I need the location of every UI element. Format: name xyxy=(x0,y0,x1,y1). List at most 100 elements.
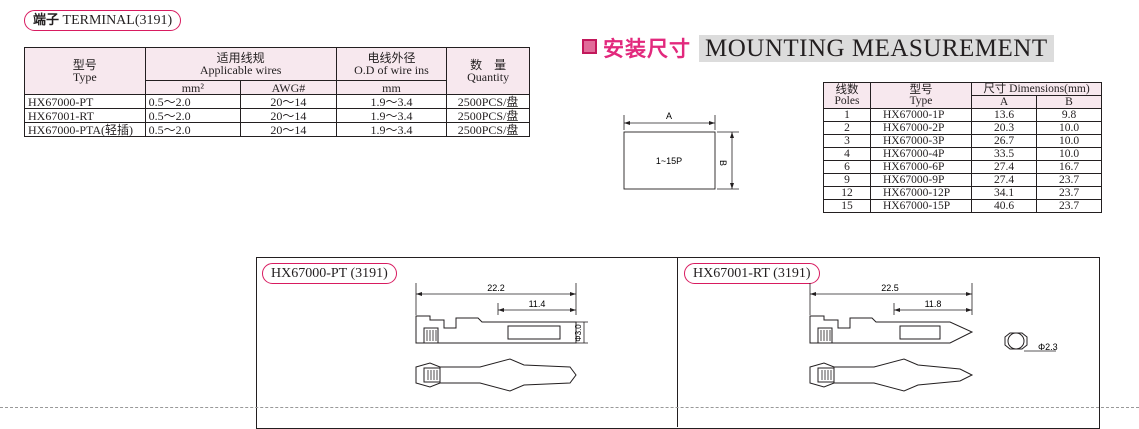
cell-awg: 20～14 xyxy=(240,122,337,137)
cell-a: 27.4 xyxy=(971,160,1037,174)
table-row: HX67000-PT 0.5～2.0 20～14 1.9～3.4 2500PCS… xyxy=(24,94,530,109)
col-type: 型号 Type xyxy=(870,82,972,109)
rt-overall-dim: 22.5 xyxy=(881,283,899,293)
cell-type: HX67000-15P xyxy=(870,199,972,213)
cell-poles: 1 xyxy=(823,108,871,122)
rt-diameter-dim: Φ2.3 xyxy=(1038,342,1058,352)
cell-b: 23.7 xyxy=(1036,173,1102,187)
cell-mm2: 0.5～2.0 xyxy=(144,122,242,137)
cell-a: 34.1 xyxy=(971,186,1037,200)
col-wires: 适用线规 Applicable wires xyxy=(144,47,337,81)
col-type-cn: 型号 xyxy=(72,58,97,72)
cell-a: 26.7 xyxy=(971,134,1037,148)
cell-od: 1.9～3.4 xyxy=(335,94,448,109)
rt-drawing-title-text: HX67001-RT (3191) xyxy=(693,266,811,281)
cell-qty: 2500PCS/盘 xyxy=(446,108,530,123)
dim-a-label: A xyxy=(666,111,672,121)
rt-terminal-drawing: 22.5 11.8 Φ2.3 xyxy=(809,283,1058,392)
col-mm2: mm² xyxy=(144,80,242,95)
cell-od: 1.9～3.4 xyxy=(335,108,448,123)
cell-poles: 4 xyxy=(823,147,871,161)
pt-overall-dim: 22.2 xyxy=(487,283,505,293)
table-row: HX67000-PTA(轻插) 0.5～2.0 20～14 1.9～3.4 25… xyxy=(24,122,530,137)
pt-drawing-title-text: HX67000-PT (3191) xyxy=(271,266,388,281)
cell-poles: 12 xyxy=(823,186,871,200)
cell-b: 23.7 xyxy=(1036,199,1102,213)
square-bullet-icon xyxy=(582,39,597,54)
cell-awg: 20～14 xyxy=(240,94,337,109)
cell-type: HX67000-12P xyxy=(870,186,972,200)
col-poles-en: Poles xyxy=(834,94,860,107)
terminal-table: 型号 Type 适用线规 Applicable wires 电线外径 O.D o… xyxy=(24,47,530,137)
cell-type: HX67000-9P xyxy=(870,173,972,187)
col-qty: 数 量 Quantity xyxy=(446,47,530,95)
cell-mm2: 0.5～2.0 xyxy=(144,94,242,109)
cell-qty: 2500PCS/盘 xyxy=(446,122,530,137)
cell-b: 23.7 xyxy=(1036,186,1102,200)
cell-type: HX67000-PT xyxy=(24,94,146,109)
col-awg: AWG# xyxy=(240,80,337,95)
cell-qty: 2500PCS/盘 xyxy=(446,94,530,109)
cell-a: 20.3 xyxy=(971,121,1037,135)
col-poles-cn: 线数 xyxy=(835,83,859,96)
col-type-en: Type xyxy=(909,94,933,107)
cell-type: HX67000-4P xyxy=(870,147,972,161)
terminal-title-cn: 端子 xyxy=(33,13,60,28)
cell-awg: 20～14 xyxy=(240,108,337,123)
cell-poles: 3 xyxy=(823,134,871,148)
cell-poles: 9 xyxy=(823,173,871,187)
cell-type: HX67000-3P xyxy=(870,134,972,148)
cell-b: 10.0 xyxy=(1036,121,1102,135)
mounting-title-en: MOUNTING MEASUREMENT xyxy=(699,35,1054,62)
col-type-en: Type xyxy=(72,70,97,84)
col-qty-en: Quantity xyxy=(467,70,510,84)
cell-type: HX67000-2P xyxy=(870,121,972,135)
cell-type: HX67000-1P xyxy=(870,108,972,122)
cell-b: 9.8 xyxy=(1036,108,1102,122)
rt-cross-section-icon xyxy=(1004,332,1028,350)
terminal-title-en: TERMINAL(3191) xyxy=(62,13,173,28)
col-wires-en: Applicable wires xyxy=(199,63,282,77)
terminal-title: 端子 TERMINAL(3191) xyxy=(24,10,182,31)
dimensions-table: 线数 Poles 型号 Type 尺寸 Dimensions(mm) A B 1… xyxy=(823,82,1102,213)
col-b: B xyxy=(1036,95,1102,109)
col-od-cn: 电线外径 xyxy=(367,51,416,65)
col-od-en: O.D of wire ins xyxy=(354,63,429,77)
cell-mm2: 0.5～2.0 xyxy=(144,108,242,123)
pt-drawing-title: HX67000-PT (3191) xyxy=(262,263,397,284)
cell-type: HX67000-6P xyxy=(870,160,972,174)
col-type-cn: 型号 xyxy=(909,83,933,96)
pt-partial-dim: 11.4 xyxy=(529,299,546,309)
cell-b: 10.0 xyxy=(1036,134,1102,148)
diagram-center-label: 1~15P xyxy=(656,156,682,166)
col-wires-cn: 适用线规 xyxy=(216,51,265,65)
cell-a: 27.4 xyxy=(971,173,1037,187)
cell-b: 16.7 xyxy=(1036,160,1102,174)
cell-poles: 15 xyxy=(823,199,871,213)
cell-a: 40.6 xyxy=(971,199,1037,213)
col-type: 型号 Type xyxy=(24,47,146,95)
col-poles: 线数 Poles xyxy=(823,82,871,109)
rt-drawing-title: HX67001-RT (3191) xyxy=(684,263,820,284)
col-qty-cn: 数 量 xyxy=(470,58,507,72)
cell-poles: 2 xyxy=(823,121,871,135)
col-mm: mm xyxy=(335,80,448,95)
col-od: 电线外径 O.D of wire ins xyxy=(335,47,448,81)
pt-diameter-dim: Φ3.0 xyxy=(574,324,583,342)
cell-type: HX67001-RT xyxy=(24,108,146,123)
pt-terminal-drawing: 22.2 11.4 Φ3.0 xyxy=(415,283,588,392)
cell-b: 10.0 xyxy=(1036,147,1102,161)
rt-partial-dim: 11.8 xyxy=(925,299,942,309)
cell-poles: 6 xyxy=(823,160,871,174)
cell-a: 13.6 xyxy=(971,108,1037,122)
cell-type: HX67000-PTA(轻插) xyxy=(24,122,146,137)
